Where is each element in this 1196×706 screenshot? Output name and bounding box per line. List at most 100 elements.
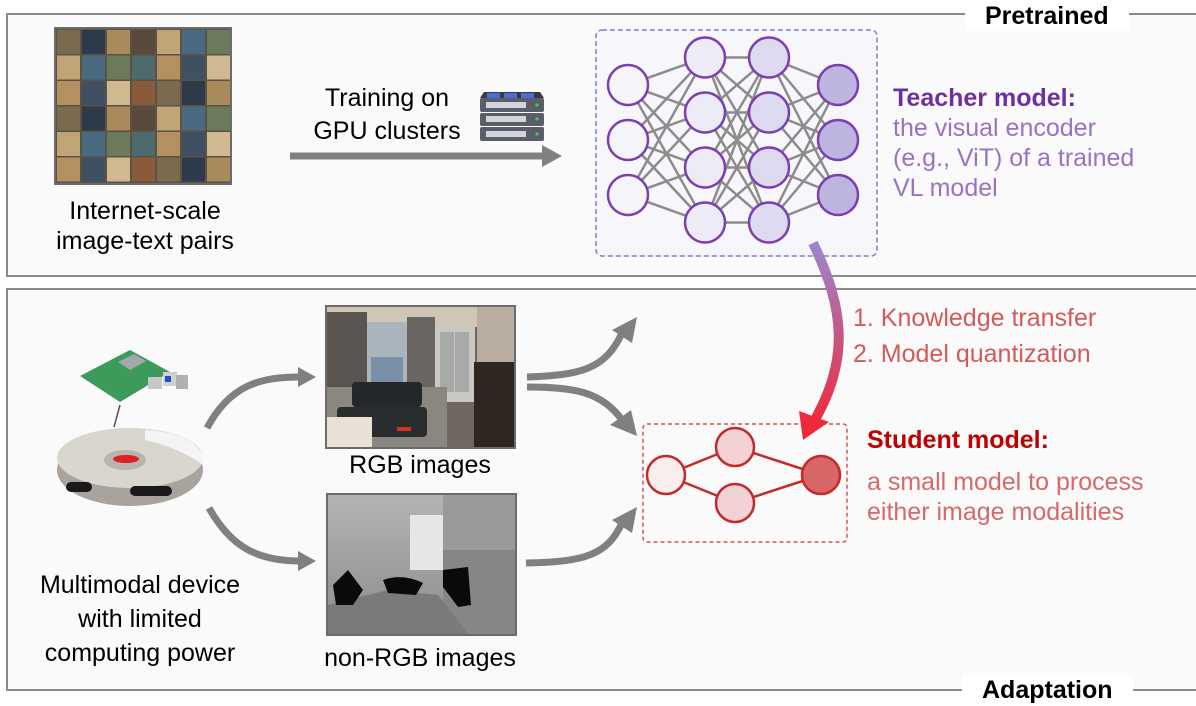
mosaic-tile	[57, 81, 80, 105]
teacher-node	[683, 91, 727, 134]
mosaic-tile	[57, 30, 80, 54]
teacher-node	[816, 173, 860, 217]
mosaic-tile	[182, 30, 205, 54]
teacher-node	[816, 118, 860, 162]
mosaic-tile	[57, 157, 80, 182]
mosaic-tile	[132, 157, 155, 182]
mosaic-tile	[82, 157, 105, 182]
mosaic-tile	[132, 106, 155, 131]
mosaic-tile	[82, 55, 105, 80]
depth-room-scene	[328, 495, 515, 634]
teacher-node	[606, 63, 650, 107]
knowledge-transfer-arrow	[799, 240, 844, 440]
mosaic-tile	[207, 81, 230, 105]
transfer-steps-list: 1. Knowledge transfer 2. Model quantizat…	[853, 300, 1096, 372]
depth-to-student-arrow	[525, 507, 637, 567]
dataset-caption-line-1: Internet-scale	[69, 197, 221, 225]
teacher-node	[816, 63, 860, 107]
dataset-caption: Internet-scale image-text pairs	[20, 196, 270, 256]
teacher-node	[747, 36, 791, 79]
student-network	[645, 426, 842, 524]
teacher-network	[606, 36, 860, 244]
gpu-server-rack-icon	[480, 92, 544, 141]
teacher-node	[747, 91, 791, 134]
rgb-room-scene	[327, 307, 514, 447]
teacher-node	[747, 146, 791, 189]
pretrained-section-label: Pretrained	[965, 1, 1129, 31]
mosaic-tile	[82, 30, 105, 54]
rgb-to-teacher-arrow	[526, 317, 637, 381]
rgb-images-caption: RGB images	[349, 451, 491, 479]
mosaic-tile	[107, 30, 130, 54]
student-model-box	[642, 423, 848, 543]
training-arrow	[290, 145, 562, 167]
device-caption-line-1: Multimodal device	[39, 571, 241, 599]
teacher-node	[747, 201, 791, 244]
mosaic-tile	[207, 55, 230, 80]
teacher-model-description: the visual encoder (e.g., ViT) of a trai…	[893, 113, 1196, 203]
mosaic-tile	[182, 132, 205, 156]
teacher-desc-line-3: VL model	[893, 174, 998, 202]
mosaic-tile	[132, 132, 155, 156]
device-to-rgb-arrow	[203, 367, 316, 430]
mosaic-tile	[157, 157, 180, 182]
teacher-desc-line-2: (e.g., ViT) of a trained	[893, 144, 1135, 172]
rgb-image-thumbnail	[325, 305, 516, 449]
teacher-model-title: Teacher model:	[893, 84, 1076, 112]
mosaic-tile	[182, 157, 205, 182]
mosaic-grid	[57, 30, 230, 182]
student-node	[645, 454, 687, 496]
training-label-line-1: Training on	[324, 84, 450, 112]
mosaic-tile	[132, 81, 155, 105]
student-desc-line-1: a small model to process	[867, 468, 1144, 496]
teacher-node	[606, 173, 650, 217]
mosaic-tile	[157, 106, 180, 131]
mosaic-tile	[107, 157, 130, 182]
mosaic-tile	[57, 106, 80, 131]
mosaic-tile	[157, 30, 180, 54]
mosaic-tile	[157, 81, 180, 105]
device-caption-line-3: computing power	[44, 639, 236, 667]
mosaic-tile	[182, 55, 205, 80]
mosaic-tile	[157, 132, 180, 156]
mosaic-tile	[132, 30, 155, 54]
non-rgb-depth-image-thumbnail	[326, 493, 517, 636]
rgb-to-student-arrow	[526, 383, 637, 436]
step-knowledge-transfer: 1. Knowledge transfer	[853, 304, 1097, 332]
mosaic-tile	[107, 132, 130, 156]
single-board-computer-icon	[80, 350, 188, 402]
adaptation-section-label: Adaptation	[962, 675, 1133, 705]
training-label: Training on GPU clusters	[292, 82, 482, 148]
teacher-connection	[703, 57, 771, 223]
device-to-depth-arrow	[205, 506, 316, 571]
step-model-quantization: 2. Model quantization	[853, 340, 1091, 368]
training-label-line-2: GPU clusters	[313, 117, 461, 145]
mosaic-tile	[157, 55, 180, 80]
teacher-connection	[626, 56, 707, 196]
mosaic-tile	[57, 55, 80, 80]
teacher-desc-line-1: the visual encoder	[893, 114, 1096, 142]
mosaic-tile	[207, 132, 230, 156]
non-rgb-images-caption: non-RGB images	[324, 644, 516, 672]
mosaic-tile	[57, 132, 80, 156]
teacher-connection	[767, 84, 840, 224]
mosaic-tile	[107, 106, 130, 131]
teacher-node	[683, 36, 727, 79]
robot-vacuum-device-icon	[57, 404, 203, 506]
student-node	[800, 454, 842, 496]
image-text-dataset-mosaic	[54, 27, 232, 185]
adaptation-panel	[6, 288, 1196, 691]
mosaic-tile	[82, 106, 105, 131]
mosaic-tile	[107, 81, 130, 105]
mosaic-tile	[82, 81, 105, 105]
mosaic-tile	[82, 132, 105, 156]
teacher-node	[683, 201, 727, 244]
mosaic-tile	[132, 55, 155, 80]
device-caption: Multimodal device with limited computing…	[20, 568, 260, 670]
mosaic-tile	[107, 55, 130, 80]
student-desc-line-2: either image modalities	[867, 498, 1125, 526]
student-node	[714, 482, 756, 524]
student-model-description: a small model to process either image mo…	[867, 467, 1144, 527]
mosaic-tile	[207, 157, 230, 182]
